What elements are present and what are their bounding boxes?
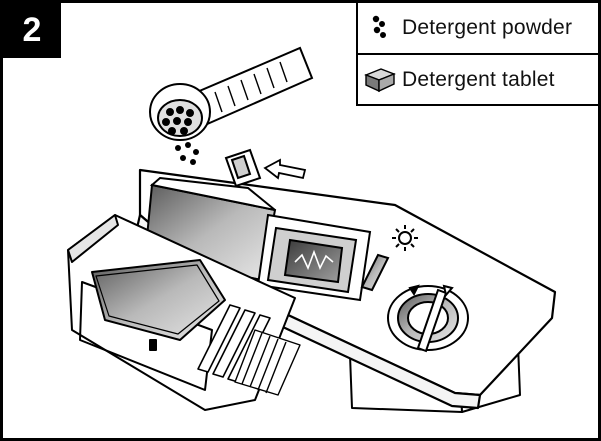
step-number-badge: 2 (3, 3, 61, 58)
tablet-compartment (256, 213, 372, 302)
lid-latch (224, 148, 262, 188)
legend-label-powder: Detergent powder (402, 16, 573, 39)
legend-box: Detergent powder Detergent tablet (356, 3, 598, 106)
legend-item-tablet: Detergent tablet (358, 55, 598, 104)
dispenser-lid (67, 214, 301, 411)
rinse-indicator (360, 225, 418, 292)
detergent-tablet-icon (358, 60, 402, 100)
falling-powder-icon (175, 142, 199, 165)
measuring-scoop (149, 46, 314, 141)
legend-label-tablet: Detergent tablet (402, 67, 555, 91)
dosage-dial (387, 284, 469, 353)
detergent-powder-icon (358, 8, 402, 48)
legend-item-powder: Detergent powder (358, 3, 598, 55)
push-arrow-icon (263, 158, 307, 180)
